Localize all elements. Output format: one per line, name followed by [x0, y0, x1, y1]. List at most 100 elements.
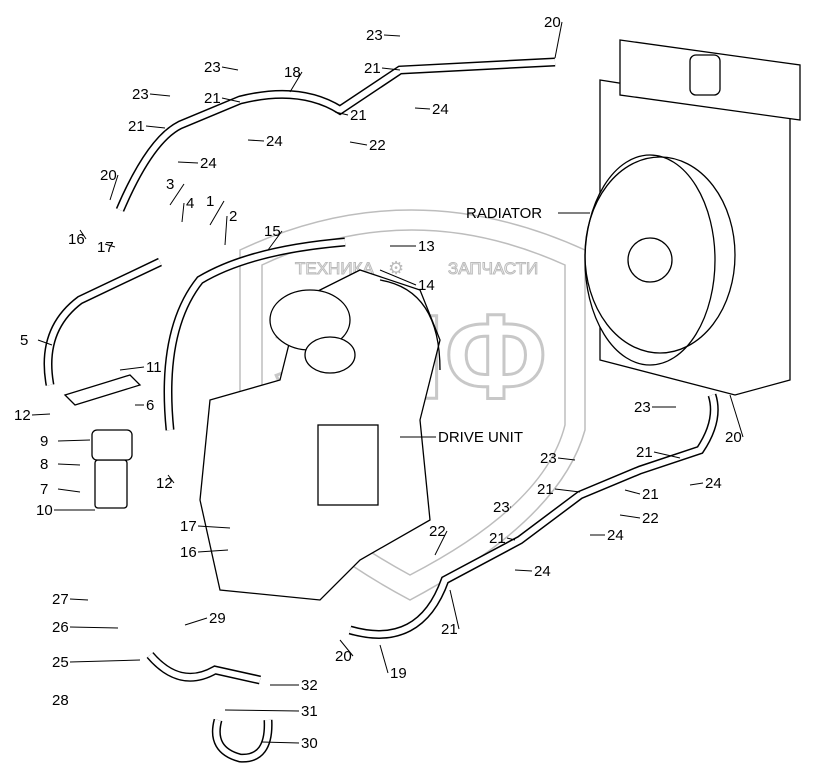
callout-label: 16 — [180, 544, 197, 561]
leader-line — [261, 741, 300, 744]
callout-label: 10 — [36, 502, 53, 519]
leader-line — [197, 549, 229, 553]
callout-label: 20 — [725, 429, 742, 446]
leader-line — [267, 230, 283, 251]
drive-unit-label: DRIVE UNIT — [438, 429, 523, 446]
radiator — [584, 39, 801, 396]
hose — [147, 653, 261, 683]
callout-label: 19 — [390, 665, 407, 682]
callout-label: 24 — [705, 475, 722, 492]
callout-label: 17 — [180, 518, 197, 535]
leader-line — [514, 569, 533, 572]
callout-label: 2 — [229, 208, 237, 225]
callout-label: 20 — [544, 14, 561, 31]
leader-line — [109, 174, 119, 201]
callout-label: 20 — [335, 648, 352, 665]
callout-label: 22 — [369, 137, 386, 154]
leader-line — [381, 67, 401, 71]
leader-line — [289, 71, 303, 93]
leader-line — [689, 482, 704, 486]
hose — [165, 239, 346, 431]
callout-label: 21 — [128, 118, 145, 135]
leader-line — [79, 229, 87, 240]
leader-line — [506, 537, 516, 541]
callout-label: 4 — [186, 195, 194, 212]
oil-filter — [63, 374, 142, 509]
callout-label: 23 — [540, 450, 557, 467]
leader-line — [184, 617, 208, 626]
callout-label: 28 — [52, 692, 69, 709]
leader-line — [379, 644, 389, 674]
leader-line — [449, 589, 460, 630]
watermark-right-text: ЗАПЧАСТИ — [448, 259, 538, 278]
hose — [45, 259, 162, 386]
leader-line — [169, 183, 185, 206]
callout-label: 21 — [364, 60, 381, 77]
callout-label: 3 — [166, 176, 174, 193]
callout-label: 16 — [68, 231, 85, 248]
callout-label: 30 — [301, 735, 318, 752]
leader-line — [379, 269, 417, 286]
leader-line — [619, 514, 641, 519]
callout-label: 26 — [52, 619, 69, 636]
leader-line — [209, 200, 225, 226]
callout-label: 23 — [493, 499, 510, 516]
callout-label: 21 — [636, 444, 653, 461]
leader-line — [181, 202, 185, 223]
callout-label: 24 — [534, 563, 551, 580]
leader-line — [653, 451, 681, 459]
leader-line — [119, 366, 145, 371]
leader-line — [197, 525, 231, 529]
leader-line — [554, 488, 581, 493]
callout-label: 12 — [14, 407, 31, 424]
callout-label: 24 — [607, 527, 624, 544]
callout-label: 8 — [40, 456, 48, 473]
callout-label: 21 — [350, 107, 367, 124]
callout-label: 29 — [209, 610, 226, 627]
leader-line — [414, 107, 431, 110]
callout-label: 1 — [206, 193, 214, 210]
callout-label: 23 — [204, 59, 221, 76]
callout-label: 31 — [301, 703, 318, 720]
leader-line — [149, 93, 171, 97]
leader-line — [221, 97, 241, 103]
callout-label: 9 — [40, 433, 48, 450]
hose — [213, 719, 272, 762]
callout-label: 18 — [284, 64, 301, 81]
callout-label: 24 — [266, 133, 283, 150]
callout-label: 20 — [100, 167, 117, 184]
callout-label: 23 — [366, 27, 383, 44]
callout-label: 21 — [537, 481, 554, 498]
leader-line — [177, 161, 199, 164]
leader-line — [167, 474, 175, 484]
callout-label: 11 — [146, 359, 162, 376]
leader-line — [145, 125, 166, 129]
callout-label: 23 — [132, 86, 149, 103]
callout-label: 12 — [156, 475, 173, 492]
callout-label: 5 — [20, 332, 28, 349]
leader-line — [57, 488, 81, 493]
leader-line — [434, 530, 448, 556]
leader-line — [247, 139, 265, 142]
leader-line — [69, 659, 141, 663]
leader-lines — [31, 21, 744, 744]
leader-line — [31, 413, 51, 416]
leader-line — [224, 215, 228, 246]
hoses — [43, 57, 719, 763]
leader-line — [624, 489, 641, 495]
leader-line — [557, 457, 576, 461]
leader-line — [729, 394, 744, 438]
callout-label: 21 — [642, 486, 659, 503]
callout-label: 15 — [264, 223, 281, 240]
leader-line — [57, 463, 81, 466]
callout-label: 24 — [432, 101, 449, 118]
leader-line — [334, 111, 349, 116]
radiator-label: RADIATOR — [466, 205, 542, 222]
leader-line — [349, 141, 368, 146]
callout-label: 13 — [418, 238, 435, 255]
callout-label: 14 — [418, 277, 435, 294]
callout-label: 6 — [146, 397, 154, 414]
leader-line — [224, 709, 300, 712]
leader-line — [221, 66, 239, 71]
